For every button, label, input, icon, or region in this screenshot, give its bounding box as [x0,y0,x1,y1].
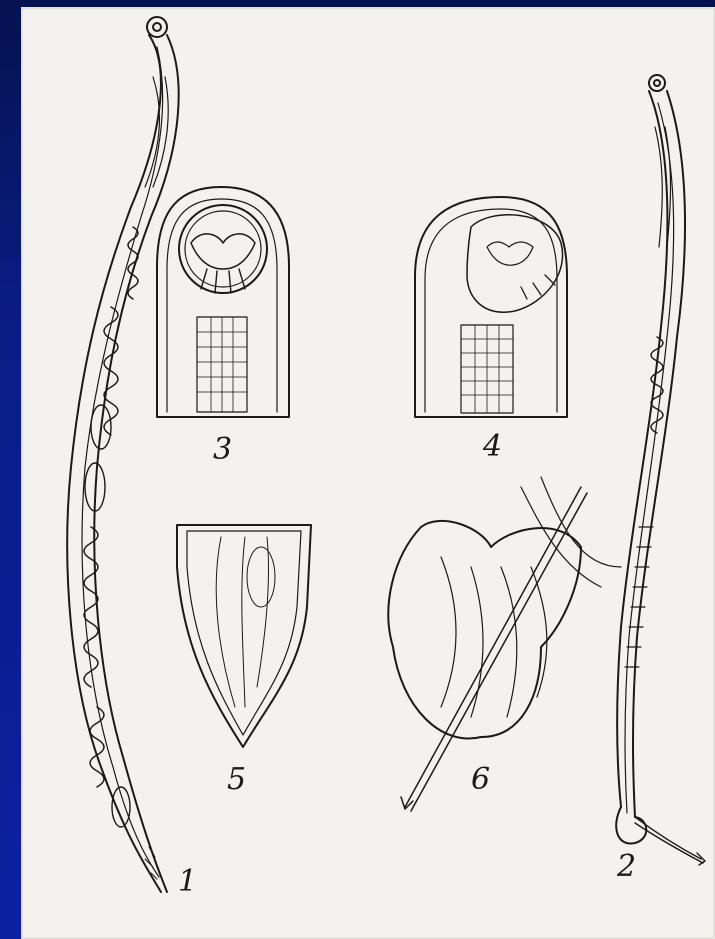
illustration [21,7,715,939]
label-fig6: 6 [471,765,490,795]
label-fig4: 4 [483,432,502,462]
label-fig1: 1 [178,867,197,897]
figure-canvas: 1 2 3 4 5 6 [21,7,715,939]
label-fig5: 5 [227,765,246,795]
head-side-drawing [415,197,567,417]
female-worm-drawing [67,17,178,892]
male-worm-drawing [616,75,705,865]
tail-drawing [177,525,311,747]
label-fig3: 3 [213,435,232,465]
head-front-drawing [157,187,289,417]
bursa-drawing [388,477,621,811]
label-fig2: 2 [617,852,636,882]
